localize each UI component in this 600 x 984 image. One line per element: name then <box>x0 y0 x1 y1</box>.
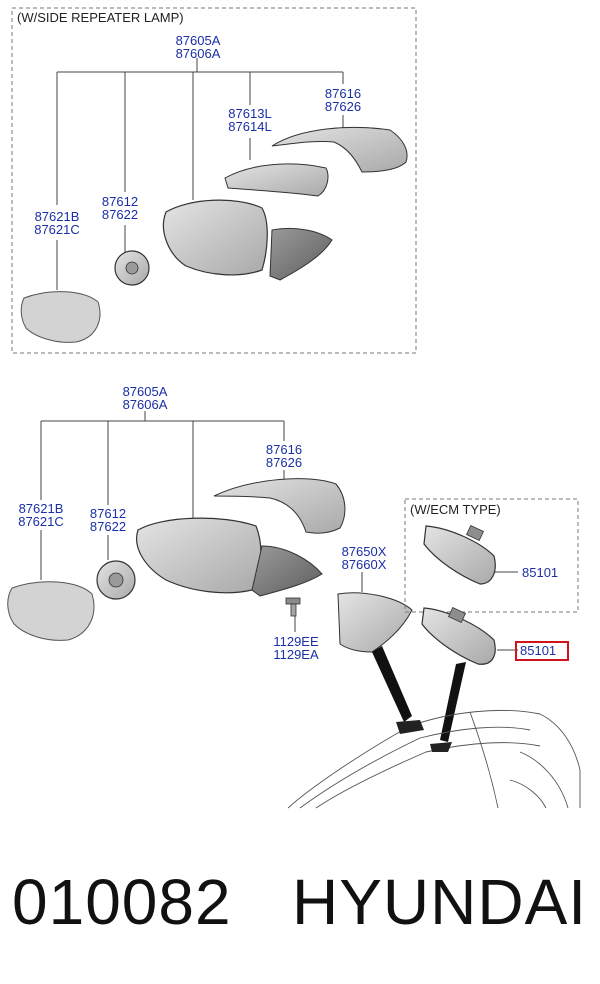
side-repeater-group-box <box>11 7 417 354</box>
lower-glass-label-2: 87621C <box>18 514 64 529</box>
upper-mirror-housing-drawing <box>162 199 268 276</box>
lower-actuator-label-2: 87622 <box>90 519 126 534</box>
ecm-group-box <box>404 498 579 613</box>
side-repeater-group-label: (W/SIDE REPEATER LAMP) <box>17 10 184 25</box>
upper-lamp-label-1: 87613L <box>228 106 271 121</box>
ecm-mirror-drawing <box>423 525 496 585</box>
upper-cover-label-1: 87616 <box>325 86 361 101</box>
lower-leader-lines <box>40 411 518 651</box>
pointer-wedge-right <box>440 662 466 742</box>
lower-cover-label-1: 87616 <box>266 442 302 457</box>
lower-assembly-label-2: 87606A <box>123 397 168 412</box>
lower-cover-label-2: 87626 <box>266 455 302 470</box>
inside-mirror-highlight-box <box>515 641 569 661</box>
screw-drawing <box>285 597 301 617</box>
lower-assembly-label-1: 87605A <box>123 384 168 399</box>
ecm-mirror-mount <box>466 524 484 542</box>
footer-code: 010082 <box>12 866 232 938</box>
lower-screw-label-1: 1129EE <box>273 634 319 649</box>
upper-lamp-label-2: 87614L <box>228 119 271 134</box>
mirror-base-on-car-drawing <box>430 742 452 752</box>
upper-glass-label-1: 87621B <box>35 209 80 224</box>
upper-glass-label-2: 87621C <box>34 222 80 237</box>
lower-mirror-glass-drawing <box>7 581 95 641</box>
footer-brand: HYUNDAI <box>292 866 588 938</box>
upper-mirror-glass-drawing <box>20 291 101 343</box>
ecm-group-label: (W/ECM TYPE) <box>410 502 501 517</box>
lower-inner-cover-label-2: 87660X <box>342 557 387 572</box>
lower-mirror-housing-drawing <box>136 517 262 594</box>
upper-mirror-base-drawing <box>269 227 333 281</box>
lower-inner-cover-label-1: 87650X <box>342 544 387 559</box>
upper-mirror-cover-drawing <box>271 126 408 173</box>
upper-actuator-label-2: 87622 <box>102 207 138 222</box>
camera-bracket-drawing <box>396 720 424 734</box>
car-outline-drawing <box>287 709 581 809</box>
upper-side-lamp-drawing <box>224 163 329 197</box>
lower-mirror-cover-drawing <box>213 478 346 534</box>
upper-cover-label-2: 87626 <box>325 99 361 114</box>
footer: 010082 HYUNDAI <box>0 862 600 952</box>
lower-glass-label-1: 87621B <box>19 501 64 516</box>
lower-screw-label-2: 1129EA <box>273 647 319 662</box>
upper-assembly-label-2: 87606A <box>176 46 221 61</box>
upper-actuator-label-1: 87612 <box>102 194 138 209</box>
upper-leader-lines <box>56 58 344 290</box>
ecm-mirror-part-label: 85101 <box>522 565 558 580</box>
inside-mirror-part-label: 85101 <box>520 643 556 658</box>
pointer-wedge-left <box>372 646 412 722</box>
lower-mirror-base-drawing <box>251 545 323 597</box>
inner-cover-drawing <box>337 592 413 653</box>
upper-assembly-label-1: 87605A <box>176 33 221 48</box>
lower-actuator-label-1: 87612 <box>90 506 126 521</box>
inside-mirror-mount <box>448 606 466 624</box>
lower-actuator-hub <box>108 572 124 588</box>
upper-actuator-hub <box>125 261 139 275</box>
